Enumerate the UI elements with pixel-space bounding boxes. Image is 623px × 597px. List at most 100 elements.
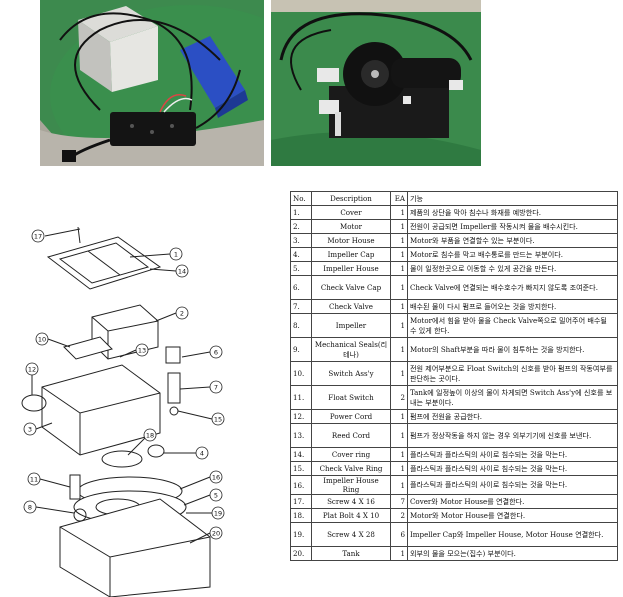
row-number: 8. <box>290 313 312 338</box>
callout-label: 2 <box>180 310 184 318</box>
row-quantity: 1 <box>390 447 408 462</box>
callout-10 <box>35 332 49 346</box>
callout-label: 7 <box>214 384 218 392</box>
callout-4 <box>195 446 209 460</box>
row-number: 5. <box>290 261 312 276</box>
callout-label: 10 <box>38 336 46 344</box>
row-quantity: 1 <box>390 423 408 448</box>
tank-part <box>59 498 211 597</box>
row-description: Motor House <box>311 233 391 248</box>
row-description: Cover ring <box>311 447 391 462</box>
row-quantity: 1 <box>390 475 408 495</box>
row-function: Motor와 Motor House를 연결한다. <box>407 508 618 523</box>
row-quantity: 1 <box>390 337 408 362</box>
row-quantity: 6 <box>390 522 408 547</box>
callout-11 <box>27 472 41 486</box>
row-quantity: 1 <box>390 261 408 276</box>
row-function: 플라스틱과 플라스틱의 사이로 침수되는 것을 막는다. <box>407 475 618 495</box>
row-number: 2. <box>290 219 312 234</box>
row-quantity: 7 <box>390 494 408 509</box>
row-number: 1. <box>290 205 312 220</box>
row-description: Switch Ass'y <box>311 361 391 386</box>
row-description: Screw 4 X 28 <box>311 522 391 547</box>
callout-label: 20 <box>212 530 220 538</box>
callout-8 <box>23 500 37 514</box>
callout-label: 5 <box>214 492 218 500</box>
header-ea: EA <box>390 191 408 206</box>
row-quantity: 1 <box>390 313 408 338</box>
callout-19 <box>211 506 225 520</box>
callout-1 <box>169 247 183 261</box>
callout-3 <box>23 422 37 436</box>
callout-label: 15 <box>214 416 222 424</box>
row-function: 플라스틱과 플라스틱의 사이로 침수되는 것을 막는다. <box>407 447 618 462</box>
callout-label: 3 <box>28 426 32 434</box>
exploded-view-diagram: 17 1 14 2 10 13 6 12 7 3 15 18 4 11 16 8… <box>21 226 225 597</box>
row-function: Motor의 Shaft부분을 따라 물이 침투하는 것을 방지한다. <box>407 337 618 362</box>
row-description: Power Cord <box>311 409 391 424</box>
callout-label: 13 <box>138 347 146 355</box>
row-quantity: 1 <box>390 299 408 314</box>
row-number: 13. <box>290 423 312 448</box>
row-function: Motor로 침수를 막고 배수통로를 만드는 부분이다. <box>407 247 618 262</box>
row-description: Plat Bolt 4 X 10 <box>311 508 391 523</box>
row-number: 4. <box>290 247 312 262</box>
row-quantity: 1 <box>390 546 408 561</box>
row-number: 12. <box>290 409 312 424</box>
callout-label: 17 <box>34 233 42 241</box>
row-function: 제품의 상단을 막아 침수나 화재를 예방한다. <box>407 205 618 220</box>
callout-label: 16 <box>212 474 220 482</box>
callout-18 <box>143 428 157 442</box>
row-function: Check Valve에 연결되는 배수호수가 빠지지 않도록 조여준다. <box>407 275 618 300</box>
callout-16 <box>209 470 223 484</box>
row-description: Impeller <box>311 313 391 338</box>
photo-pump-assembly-image <box>271 0 481 166</box>
row-description: Impeller House <box>311 261 391 276</box>
row-function: 물이 일정한곳으로 이동할 수 있게 공간을 만든다. <box>407 261 618 276</box>
row-function: 전원 제어부분으로 Float Switch의 신호를 받아 펌프의 작동여부를… <box>407 361 618 386</box>
row-function: Tank에 일정높이 이상의 물이 차게되면 Switch Ass'y에 신호를… <box>407 385 618 410</box>
row-number: 16. <box>290 475 312 495</box>
row-function: Impeller Cap와 Impeller House, Motor Hous… <box>407 522 618 547</box>
row-function: 펌프에 전원을 공급한다. <box>407 409 618 424</box>
row-quantity: 1 <box>390 219 408 234</box>
row-quantity: 1 <box>390 205 408 220</box>
row-number: 19. <box>290 522 312 547</box>
callout-label: 11 <box>30 476 38 484</box>
callout-15 <box>211 412 225 426</box>
row-description: Mechanical Seals(리테나) <box>311 337 391 362</box>
callout-label: 14 <box>178 268 186 276</box>
table-header: No. Description EA 기능 <box>290 191 618 206</box>
row-description: Check Valve Cap <box>311 275 391 300</box>
header-function: 기능 <box>407 191 618 206</box>
callout-6 <box>209 345 223 359</box>
row-function: 플라스틱과 플라스틱의 사이로 침수되는 것을 막는다. <box>407 461 618 476</box>
callout-7 <box>209 380 223 394</box>
row-quantity: 1 <box>390 409 408 424</box>
row-number: 20. <box>290 546 312 561</box>
row-description: Check Valve <box>311 299 391 314</box>
header-no: No. <box>290 191 312 206</box>
row-description: Tank <box>311 546 391 561</box>
row-number: 14. <box>290 447 312 462</box>
row-description: Float Switch <box>311 385 391 410</box>
row-function: 외부의 물을 모으는(집수) 부분이다. <box>407 546 618 561</box>
row-description: Reed Cord <box>311 423 391 448</box>
callout-label: 4 <box>200 450 204 458</box>
callout-20 <box>209 526 223 540</box>
callout-13 <box>135 343 149 357</box>
